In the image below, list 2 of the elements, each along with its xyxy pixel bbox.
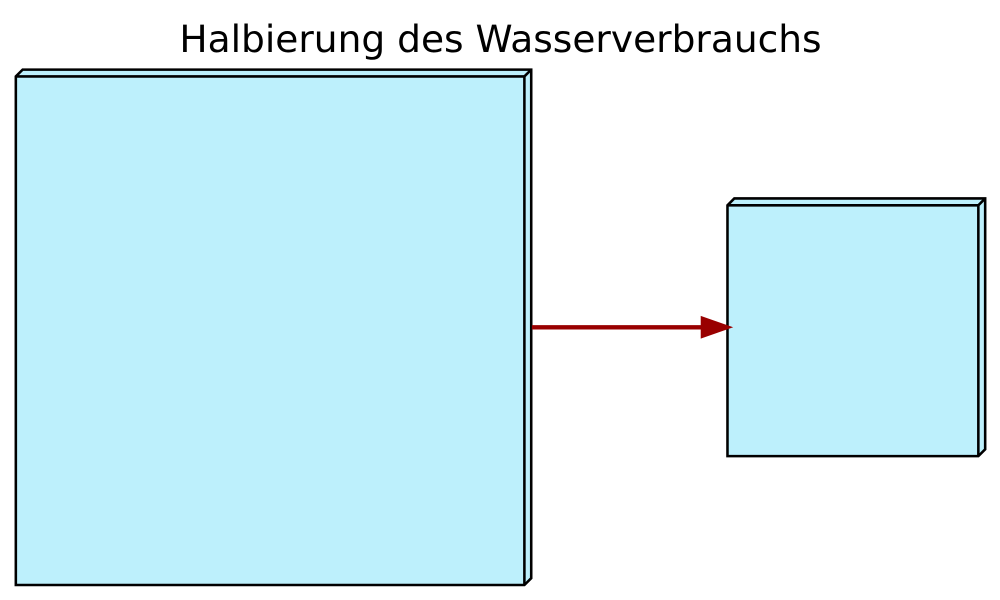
- arrow: [531, 316, 733, 339]
- diagram-title: Halbierung des Wasserverbrauchs: [178, 16, 822, 61]
